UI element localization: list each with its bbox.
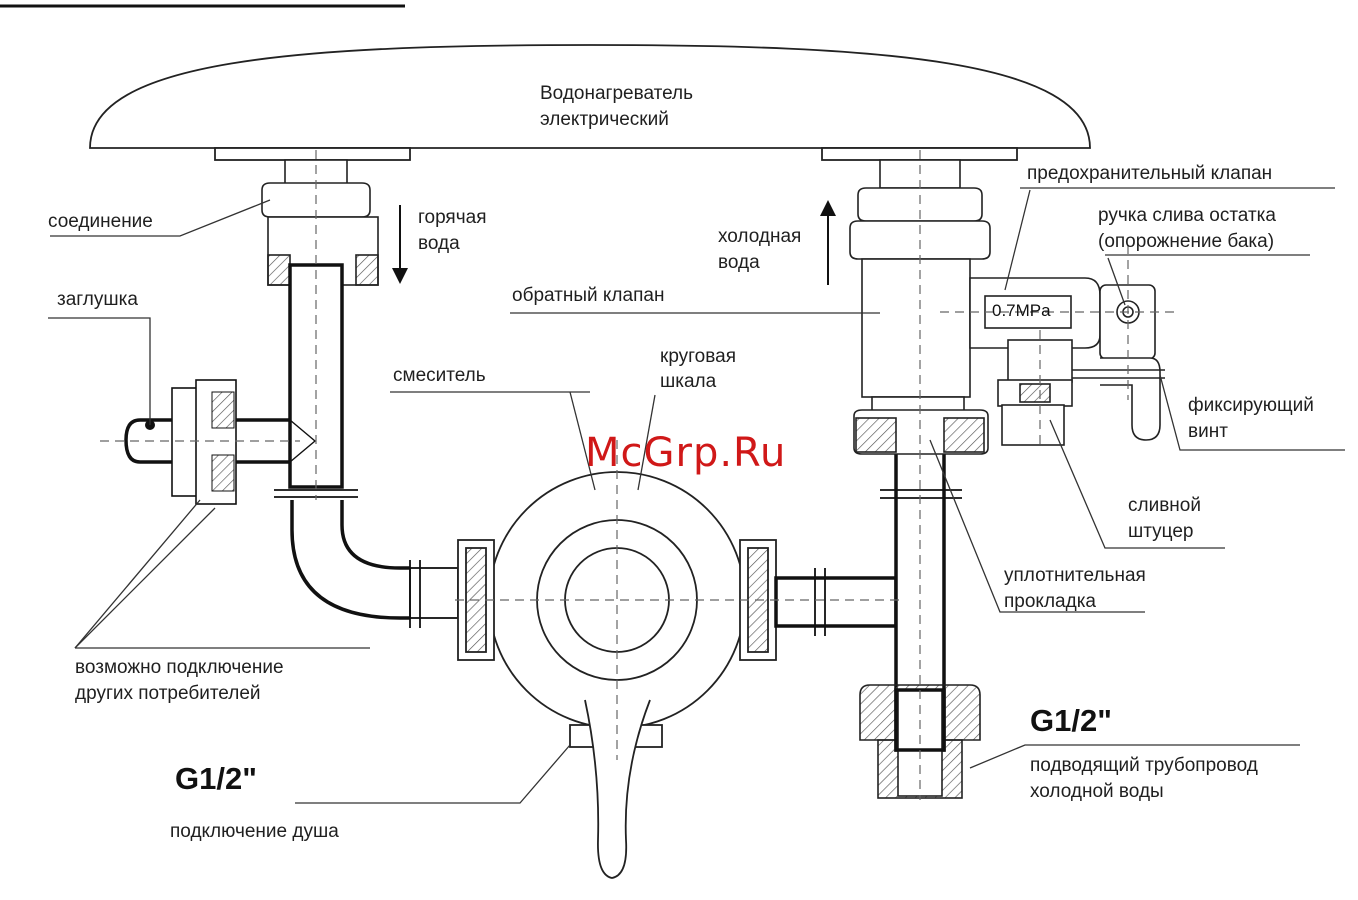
mixer-body	[457, 471, 777, 748]
label-dial-line2: шкала	[660, 371, 717, 392]
centerlines	[100, 150, 1175, 800]
label-check-valve: обратный клапан	[512, 285, 665, 306]
label-cold-water-line2: вода	[718, 252, 760, 273]
cold-flow-arrow	[820, 200, 836, 285]
label-dial-line1: круговая	[660, 346, 736, 367]
label-gasket-line1: уплотнительная	[1004, 565, 1146, 586]
hot-pipe	[274, 263, 459, 628]
label-supply-line2: холодной воды	[1030, 781, 1164, 802]
label-drain-fitting-line2: штуцер	[1128, 521, 1194, 542]
leader-lines	[48, 187, 1345, 804]
label-other-consumers-line1: возможно подключение	[75, 657, 284, 678]
check-valve-assembly	[849, 159, 991, 455]
label-supply-line1: подводящий трубопровод	[1030, 755, 1258, 776]
label-cold-water-line1: холодная	[718, 226, 802, 247]
label-water-heater-line2: электрический	[540, 109, 669, 130]
label-water-heater-line1: Водонагреватель	[540, 83, 694, 104]
label-thread-supply: G1/2"	[1030, 703, 1112, 738]
label-plug: заглушка	[57, 289, 138, 310]
label-other-consumers-line2: других потребителей	[75, 683, 261, 704]
label-connection: соединение	[48, 211, 153, 232]
label-mixer: смеситель	[393, 365, 486, 386]
label-drain-handle-line2: (опорожнение бака)	[1098, 231, 1275, 252]
label-fixing-screw-line1: фиксирующий	[1188, 395, 1314, 416]
label-drain-handle-line1: ручка слива остатка	[1098, 205, 1276, 226]
mixer-spout	[584, 699, 651, 879]
label-hot-water-line1: горячая	[418, 207, 487, 228]
label-drain-fitting-line1: сливной	[1128, 495, 1201, 516]
label-gasket-line2: прокладка	[1004, 591, 1096, 612]
pressure-rating: 0.7MPa	[992, 301, 1051, 320]
hot-flow-arrow	[392, 205, 408, 284]
label-thread-shower: G1/2"	[175, 761, 257, 796]
label-hot-water-line2: вода	[418, 233, 460, 254]
label-fixing-screw-line2: винт	[1188, 421, 1228, 442]
watermark: McGrp.Ru	[585, 430, 787, 476]
label-shower-connection: подключение душа	[170, 821, 339, 842]
water-heater-tank	[89, 44, 1091, 161]
label-safety-valve: предохранительный клапан	[1027, 163, 1273, 184]
plug-branch	[124, 379, 317, 505]
